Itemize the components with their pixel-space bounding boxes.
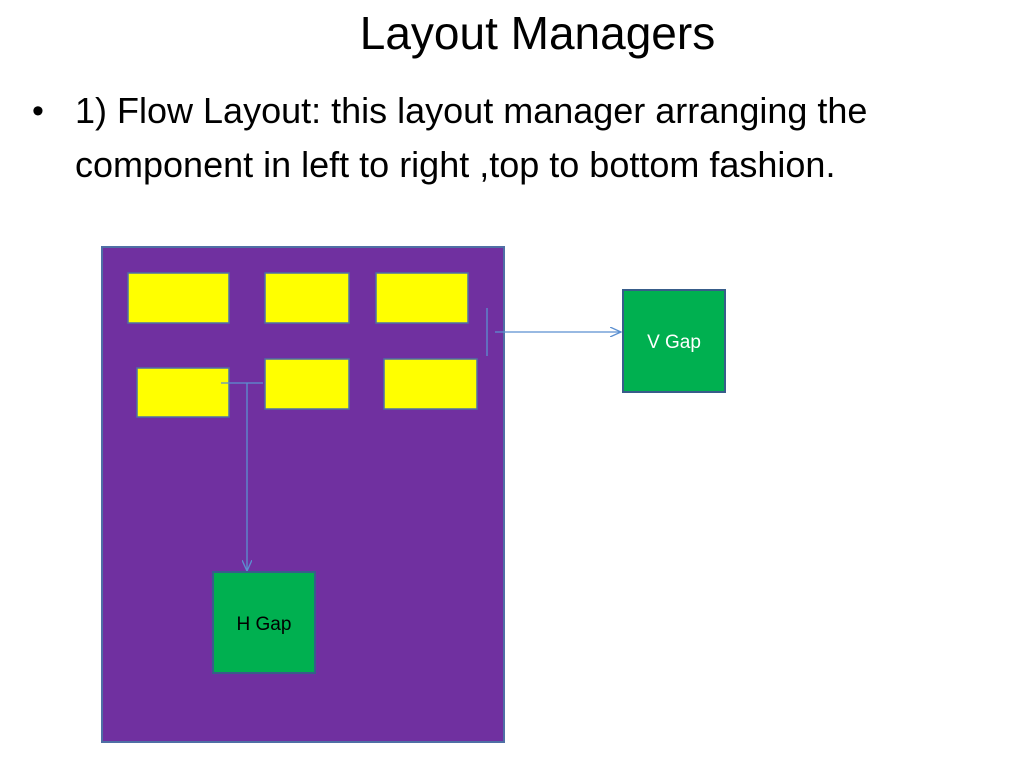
component-box bbox=[127, 272, 230, 324]
v-gap-label: V Gap bbox=[647, 332, 701, 353]
slide-title: Layout Managers bbox=[359, 7, 716, 59]
h-gap-label: H Gap bbox=[237, 614, 292, 635]
component-box bbox=[375, 272, 469, 324]
bullet-list: • 1) Flow Layout: this layout manager ar… bbox=[30, 84, 990, 192]
h-gap-box bbox=[212, 571, 316, 674]
component-box bbox=[264, 358, 350, 410]
v-gap-box bbox=[622, 289, 726, 393]
component-box bbox=[136, 367, 230, 418]
bullet-dot-icon: • bbox=[32, 92, 44, 130]
component-box bbox=[383, 358, 478, 410]
bullet-text: 1) Flow Layout: this layout manager arra… bbox=[75, 90, 868, 185]
component-box bbox=[264, 272, 350, 324]
bullet-item: • 1) Flow Layout: this layout manager ar… bbox=[30, 84, 990, 192]
